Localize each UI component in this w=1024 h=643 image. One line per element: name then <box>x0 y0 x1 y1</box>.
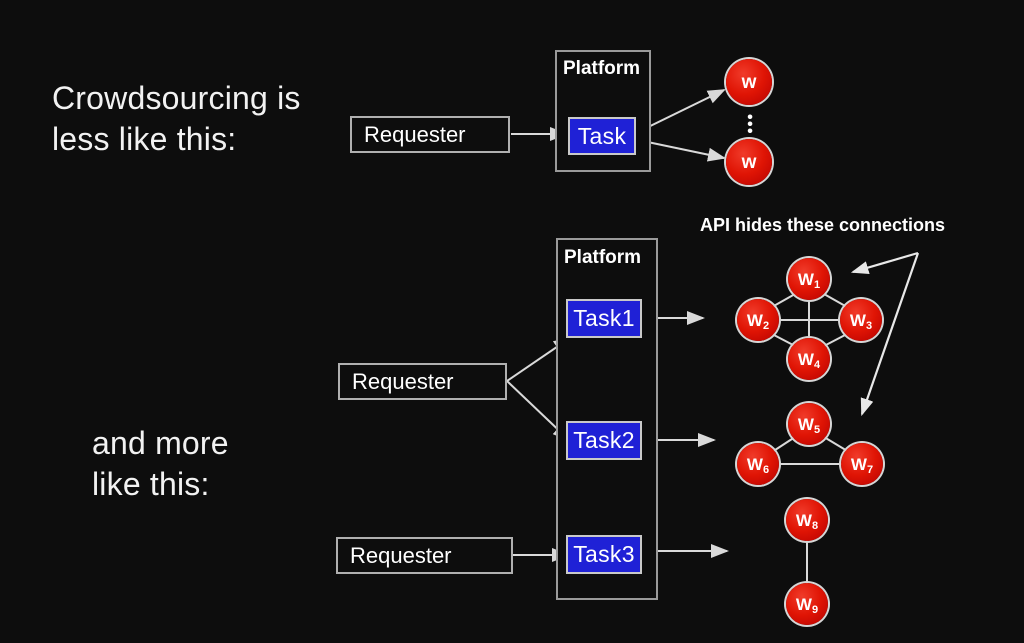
worker-node-w9-label: W9 <box>795 594 819 616</box>
caption-top: Crowdsourcing is less like this: <box>52 80 301 157</box>
worker-node-w4[interactable]: W4 <box>788 338 830 380</box>
worker-label: w <box>741 151 757 173</box>
edge-w1-w2 <box>771 293 796 308</box>
annotation-arrow-cluster1 <box>850 251 919 275</box>
worker-node-w6[interactable]: W6 <box>737 443 779 485</box>
worker-node-w8[interactable]: W8 <box>786 499 828 541</box>
worker-node-w4-label: W4 <box>797 349 821 371</box>
ellipsis-icon: ••• <box>747 109 753 140</box>
platform-label-top: Platform <box>563 58 641 79</box>
worker-node-w1[interactable]: W1 <box>788 258 830 300</box>
requester-box-middle[interactable]: Requester <box>338 363 507 400</box>
edge-w5-w6 <box>771 436 796 453</box>
caption-bottom: and more like this: <box>92 425 229 502</box>
worker-node-w5[interactable]: W5 <box>788 403 830 445</box>
worker-node-w3-label: W3 <box>849 310 873 332</box>
worker-node-w2-label: W2 <box>746 310 770 332</box>
worker-node-bottom[interactable]: w <box>726 139 772 185</box>
worker-node-w5-label: W5 <box>797 414 821 436</box>
api-annotation-text: API hides these connections <box>700 215 946 235</box>
worker-node-top[interactable]: w <box>726 59 772 105</box>
platform-label-bottom: Platform <box>564 247 642 268</box>
worker-node-w8-label: W8 <box>795 510 819 532</box>
edge-w3-w4 <box>823 333 848 347</box>
requester-box-top[interactable]: Requester <box>350 116 510 153</box>
worker-node-w7-label: W7 <box>850 454 874 476</box>
edge-w2-w4 <box>771 333 796 347</box>
worker-node-w7[interactable]: W7 <box>841 443 883 485</box>
edge-w1-w3 <box>823 293 848 308</box>
worker-node-w3[interactable]: W3 <box>840 299 882 341</box>
requester-box-lower[interactable]: Requester <box>336 537 513 574</box>
task-box-task1[interactable]: Task1 <box>566 299 642 338</box>
worker-label: w <box>741 71 757 93</box>
worker-node-w1-label: W1 <box>797 269 821 291</box>
worker-node-w6-label: W6 <box>746 454 770 476</box>
worker-node-w2[interactable]: W2 <box>737 299 779 341</box>
task-box-top[interactable]: Task <box>568 117 636 155</box>
task-box-task2[interactable]: Task2 <box>566 421 642 460</box>
worker-node-w9[interactable]: W9 <box>786 583 828 625</box>
task-box-task3[interactable]: Task3 <box>566 535 642 574</box>
